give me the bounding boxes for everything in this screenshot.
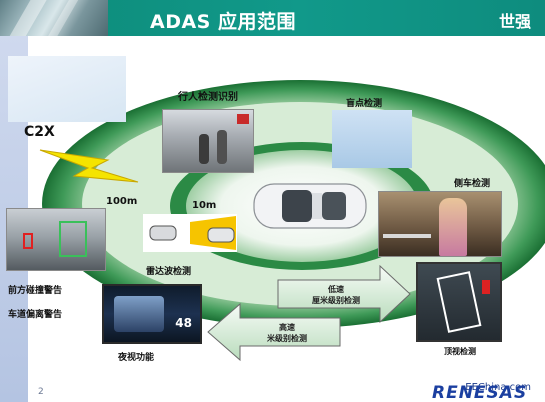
company-name: 世强	[498, 12, 531, 31]
header-photo	[0, 0, 108, 36]
high-speed-arrow	[207, 302, 341, 362]
top-view-image	[416, 262, 502, 342]
forward-collision-warning-label: 前方碰撞警告	[8, 286, 63, 296]
low-speed-line1: 低速	[328, 285, 344, 294]
low-speed-arrow	[277, 264, 411, 324]
night-vision-image: 48	[102, 284, 202, 344]
radar-detection-label: 雷达波检测	[146, 267, 192, 277]
distance-100m-label: 100m	[106, 196, 138, 207]
top-view-detection-label: 顶视检测	[444, 347, 476, 356]
night-vision-label: 夜视功能	[118, 353, 155, 363]
high-speed-line2: 米级别检测	[267, 334, 307, 343]
lane-departure-warning-label: 车道偏离警告	[8, 310, 63, 320]
night-vision-speed: 48	[175, 316, 192, 330]
c2x-image	[8, 56, 126, 122]
side-car-image	[378, 191, 502, 257]
distance-10m-label: 10m	[192, 200, 217, 211]
page-number: 2	[38, 387, 44, 397]
pedestrian-image	[162, 109, 254, 173]
low-speed-line2: 厘米级别检测	[312, 296, 360, 305]
title-bar: ADAS 应用范围 世强	[0, 0, 545, 36]
center-car-icon	[253, 183, 367, 229]
high-speed-line1: 高速	[279, 323, 295, 332]
site-watermark: EEChina.com	[465, 382, 531, 393]
radar-scene-icon	[143, 214, 237, 252]
high-speed-label: 高速 米级别检测	[244, 322, 330, 344]
c2x-lightning-icon	[39, 149, 139, 183]
pedestrian-detection-label: 行人检测识别	[178, 92, 238, 103]
blind-spot-image	[332, 110, 412, 168]
low-speed-label: 低速 厘米级别检测	[296, 284, 376, 306]
c2x-label: C2X	[24, 124, 55, 140]
forward-collision-image	[6, 208, 106, 271]
blind-spot-detection-label: 盲点检测	[346, 99, 383, 109]
brand-logo: RENESAS	[432, 383, 528, 402]
slide-title: ADAS 应用范围	[150, 11, 296, 33]
side-car-detection-label: 侧车检测	[454, 179, 491, 189]
